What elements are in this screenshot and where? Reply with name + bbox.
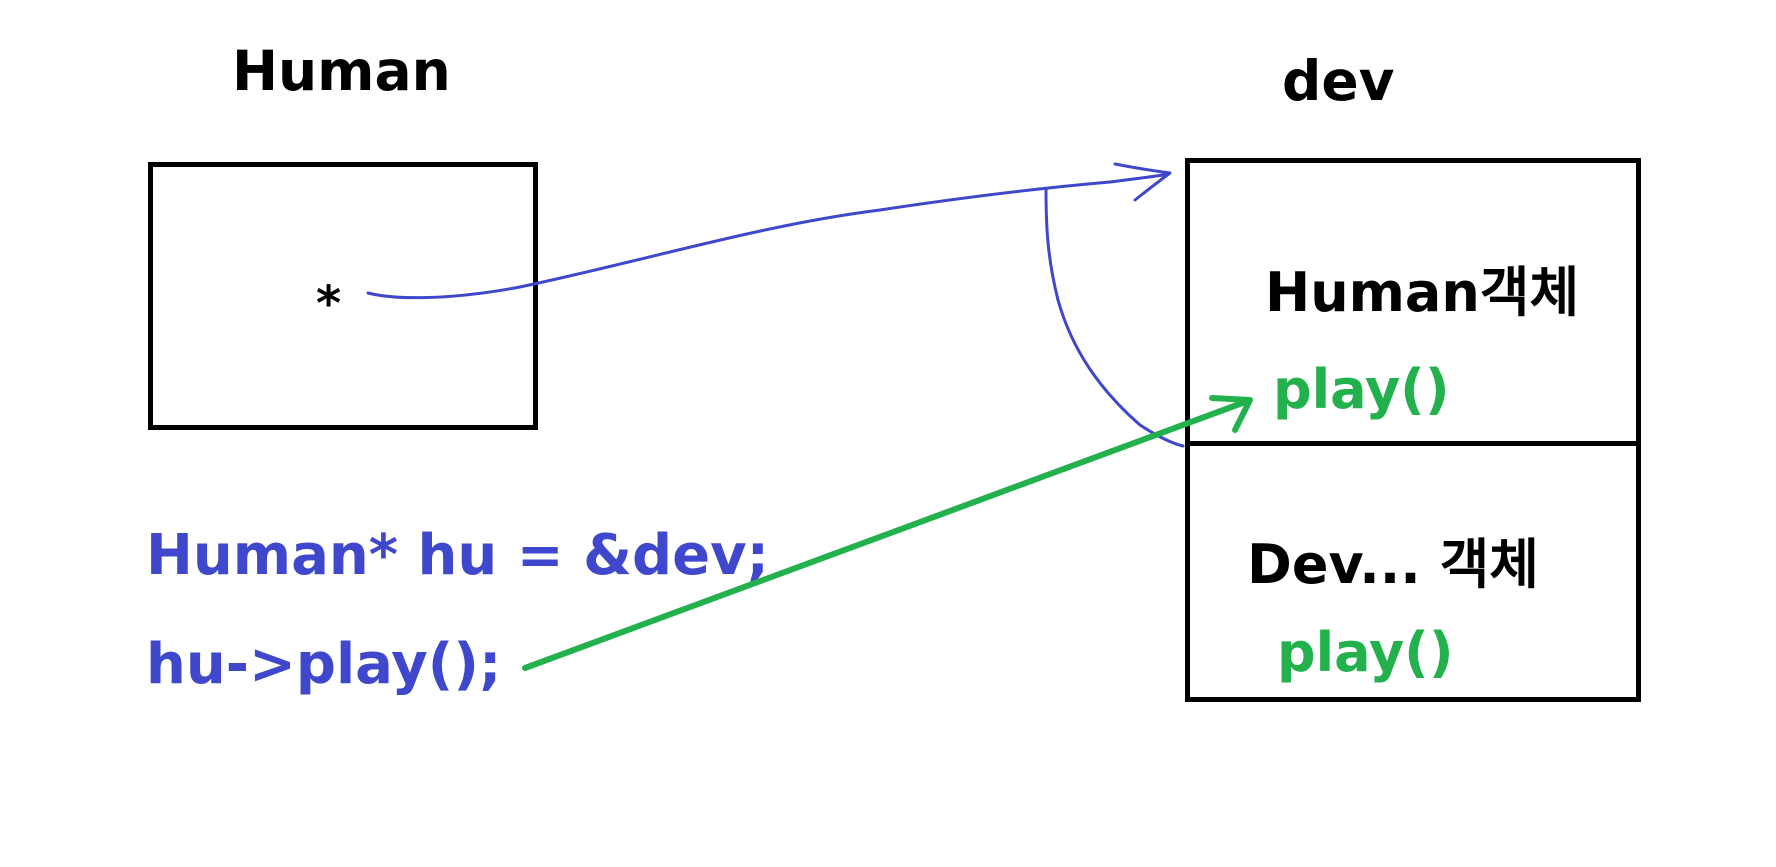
human-box [148, 162, 538, 430]
dev-box-title: dev [1282, 49, 1395, 113]
dev-object-label: Dev... 객체 [1247, 533, 1539, 596]
pointer-arrowhead [1113, 162, 1172, 202]
pointer-symbol: * [316, 276, 342, 332]
code-line-assignment: Human* hu = &dev; [146, 523, 769, 588]
code-line-call: hu->play(); [146, 632, 502, 697]
section-divider [1185, 441, 1641, 446]
human-object-label: Human객체 [1265, 261, 1580, 324]
human-box-title: Human [232, 39, 451, 103]
dev-play-method: play() [1277, 621, 1454, 684]
human-part-bracket [1044, 188, 1185, 448]
human-play-method: play() [1273, 358, 1450, 421]
